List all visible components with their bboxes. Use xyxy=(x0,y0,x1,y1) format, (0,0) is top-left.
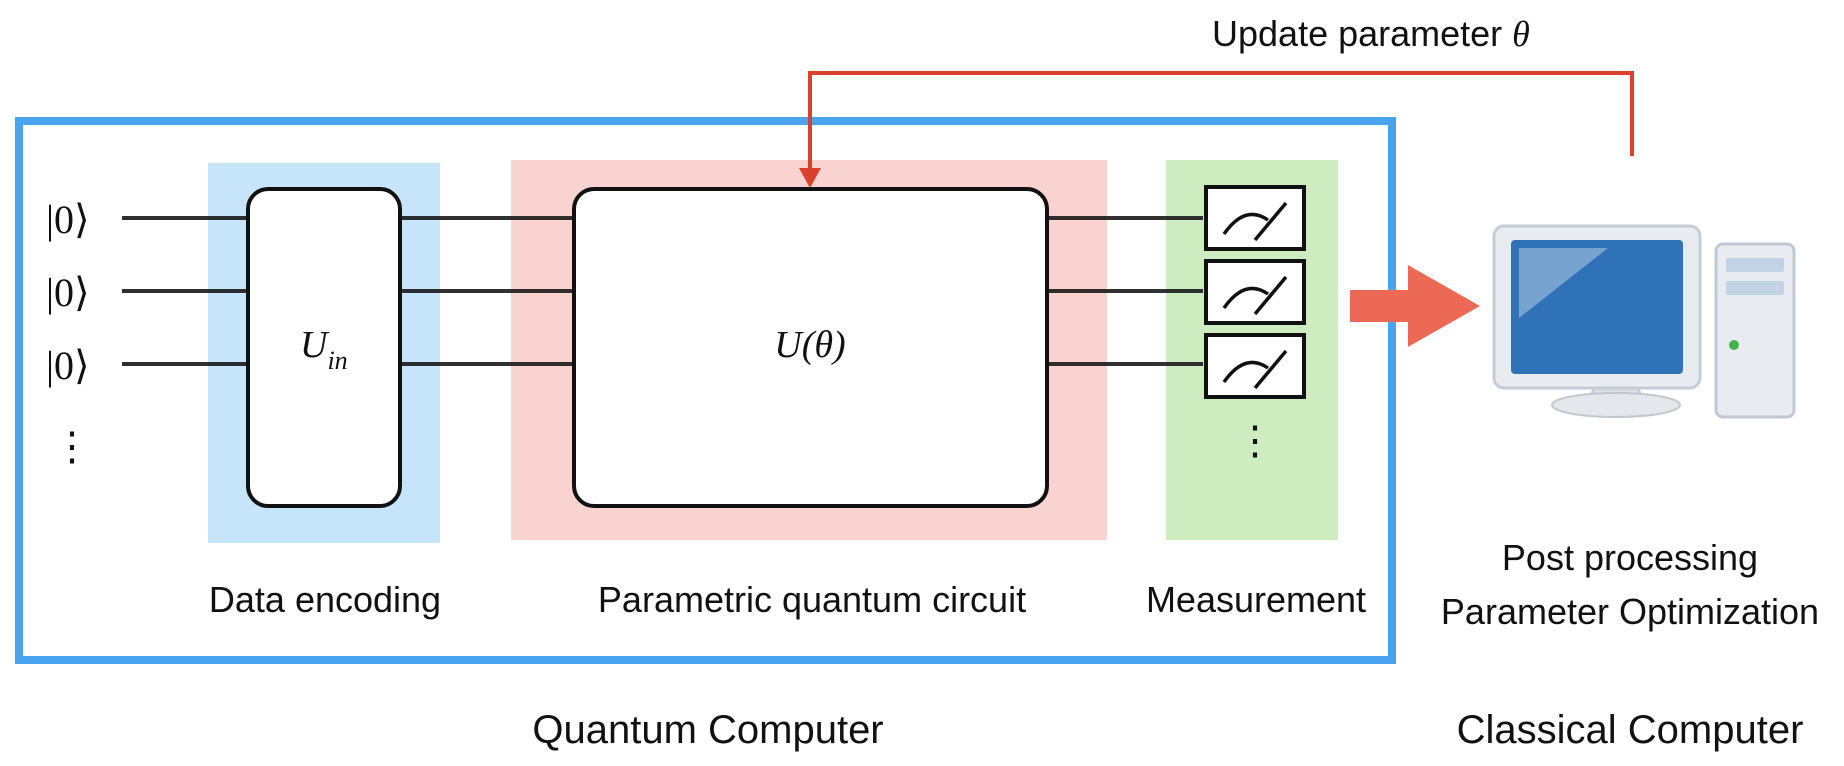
flow-arrow xyxy=(1350,265,1480,347)
data-encoding-label: Data encoding xyxy=(209,579,441,620)
measurement-label: Measurement xyxy=(1146,579,1366,620)
desktop-computer-icon xyxy=(1492,224,1796,419)
qubit-ket: |0⟩ xyxy=(46,197,90,242)
feedback-label: Update parameter θ xyxy=(1212,13,1530,54)
measurement-ellipsis: ⋮ xyxy=(1235,418,1275,463)
classical-line-1: Post processing xyxy=(1502,537,1758,578)
classical-computer-title: Classical Computer xyxy=(1457,708,1804,752)
feedback-arrow xyxy=(799,71,1634,188)
qubit-ket: |0⟩ xyxy=(46,343,90,388)
quantum-computer-frame xyxy=(15,117,1396,664)
parametric-circuit-label: Parametric quantum circuit xyxy=(598,579,1026,620)
qubit-ellipsis: ⋮ xyxy=(52,424,92,469)
gauge-meter-icon xyxy=(1204,185,1306,251)
gauge-meter-icon xyxy=(1204,333,1306,399)
encoding-gate-label: Uin xyxy=(300,324,348,375)
quantum-computer-title: Quantum Computer xyxy=(532,708,883,752)
qubit-ket: |0⟩ xyxy=(46,270,90,315)
measurement-meters xyxy=(1204,185,1306,399)
parametric-gate-label: U(θ) xyxy=(774,324,845,366)
classical-line-2: Parameter Optimization xyxy=(1441,591,1819,632)
encoding-gate xyxy=(246,187,402,508)
gauge-meter-icon xyxy=(1204,259,1306,325)
parametric-gate xyxy=(572,187,1049,508)
